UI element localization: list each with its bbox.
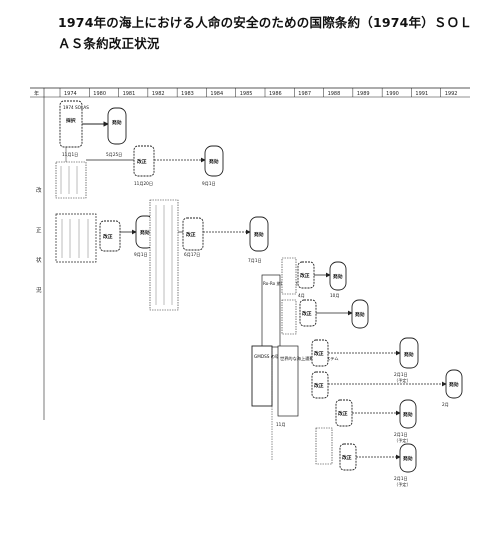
date-label: 2月1日 (394, 476, 408, 482)
effect-label: 発効 (402, 455, 413, 462)
date-label: 5月25日 (106, 152, 122, 158)
revision-label: 改正 (342, 454, 352, 461)
date-label: 4月 (298, 293, 305, 299)
date-label: 2月 (442, 402, 449, 408)
year-tick-label: 1990 (386, 91, 399, 97)
revision-label: 改正 (186, 231, 196, 238)
revision-label: 改正 (302, 310, 312, 317)
effect-label: 発効 (354, 311, 365, 318)
side-char-2: 正 (36, 227, 42, 234)
effect-label: 発効 (332, 273, 343, 280)
year-tick-label: 1986 (269, 91, 282, 97)
revision-label: 改正 (300, 272, 310, 279)
row-1981-amendment: 改正 11月20日 発効 9月1日 (55, 145, 224, 199)
expected-label: （予定） (394, 437, 411, 444)
date-label: 2月1日 (394, 372, 408, 378)
year-tick-label: 1982 (152, 91, 165, 97)
year-tick-label: 1985 (240, 91, 253, 97)
year-tick-label: 1974 (64, 91, 77, 97)
row-1988-amendments: Ro-Ro 旅客船の安全 改正 発効 4月 10月 改正 発効 GMDSS の導… (251, 257, 463, 488)
effect-label: 発効 (448, 381, 459, 388)
date-label: 9月1日 (202, 181, 216, 187)
date-label: 10月 (330, 293, 340, 299)
year-tick-label: 1989 (357, 91, 370, 97)
year-header: 年 1974 1980 1981 1982 1983 1984 1985 1986 1987 19… (30, 87, 470, 98)
year-tick-label: 1987 (298, 91, 311, 97)
row-1983-amendment: 改正 発効 9月1日 改正 6月17日 発効 7月1日 (55, 199, 269, 311)
date-label: 7月1日 (248, 258, 262, 264)
header-label: 年 (34, 90, 39, 97)
title-line-1: 1974年の海上における人命の安全のための国際条約（1974年）ＳＯＬ (58, 15, 473, 30)
expected-label: （予定） (394, 481, 411, 488)
revision-label: 改正 (338, 410, 348, 417)
gmdss-desc-label: 世界的な海上遭難安全システム (280, 355, 339, 362)
effect-label: 発効 (139, 229, 150, 236)
side-char-3: 状 (36, 256, 42, 264)
expected-label: （予定） (394, 377, 411, 384)
year-tick-label: 1980 (93, 91, 106, 97)
year-tick-label: 1984 (210, 91, 223, 97)
effect-label: 発効 (111, 119, 122, 126)
effect-label: 発効 (208, 158, 219, 165)
revision-label: 改正 (137, 158, 147, 165)
date-label: 11月1日 (62, 152, 78, 158)
adopt-label: 採択 (66, 117, 76, 124)
row-original-convention: 1974 SOLAS 採択 11月1日 発効 5月25日 (59, 100, 127, 158)
title-line-2: ＡＳ条約改正状況 (58, 36, 160, 51)
effect-label: 発効 (403, 351, 414, 358)
date-label: 9月1日 (134, 252, 148, 258)
revision-label: 改正 (314, 382, 324, 389)
solas-label: 1974 SOLAS (63, 105, 89, 110)
effect-label: 発効 (253, 231, 264, 238)
date-label: 11月 (276, 422, 286, 428)
side-label: 改 正 状 況 (36, 186, 42, 294)
date-label: 11月20日 (134, 181, 153, 187)
year-tick-label: 1983 (181, 91, 194, 97)
gmdss-label: GMDSS の導入 (254, 353, 284, 359)
effect-label: 発効 (402, 411, 413, 418)
date-label: 6月17日 (184, 252, 200, 258)
side-char-1: 改 (36, 186, 42, 194)
year-tick-label: 1988 (328, 91, 341, 97)
year-tick-label: 1991 (415, 91, 428, 97)
year-tick-label: 1992 (445, 91, 458, 97)
revision-label: 改正 (314, 350, 324, 357)
side-char-4: 況 (36, 286, 42, 294)
revision-label: 改正 (103, 233, 113, 240)
year-tick-label: 1981 (123, 91, 136, 97)
date-label: 2月1日 (394, 432, 408, 438)
